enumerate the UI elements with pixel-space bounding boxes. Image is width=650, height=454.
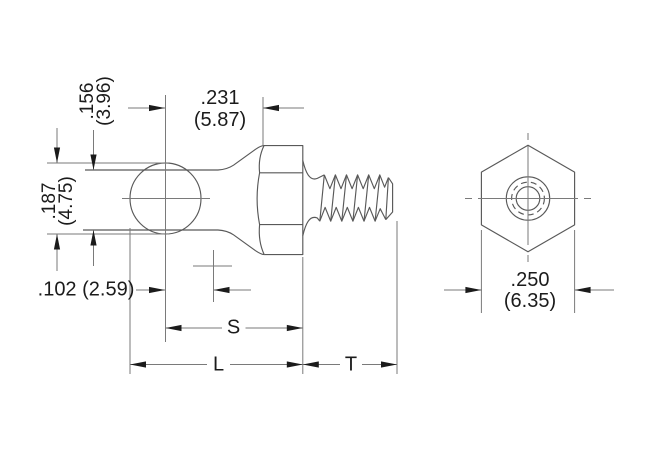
arrowhead: [90, 230, 97, 246]
arrowhead: [381, 361, 397, 368]
dim-inch: .231: [200, 87, 240, 109]
arrowhead: [53, 234, 61, 250]
side-view: [47, 145, 394, 256]
arrowhead: [263, 104, 279, 112]
dim-label-ball-diameter: .187 (4.75): [39, 175, 77, 226]
dim-label-l: L: [213, 354, 224, 375]
dim-text: S: [226, 316, 241, 339]
flange-left-arcs: [256, 145, 265, 255]
arrowhead: [286, 324, 303, 332]
dim-label-102: .102 (2.59): [37, 278, 135, 301]
dim-label-neck-diameter: .156 (3.96): [76, 75, 115, 126]
dim-mm: (3.96): [93, 75, 115, 126]
arrowhead: [465, 286, 482, 294]
thread-profile: [319, 174, 394, 222]
arrowhead: [302, 361, 319, 368]
neck-top-contour: [85, 145, 265, 171]
dim-text: .102 (2.59): [37, 278, 135, 301]
end-view: [465, 133, 591, 262]
dim-label-s: S: [226, 316, 241, 339]
groove-bottom: [302, 216, 321, 236]
arrowhead: [286, 361, 303, 368]
dim-mm: (4.75): [56, 175, 77, 226]
hex-outline: [480, 144, 576, 253]
neck-bottom-contour: [83, 229, 265, 256]
arrowhead: [130, 361, 146, 368]
dim-inch: .250: [510, 269, 550, 291]
arrowhead: [165, 324, 182, 332]
arrowhead: [574, 286, 591, 294]
extension-lines: [129, 95, 576, 374]
flange-facet-lines: [259, 172, 303, 226]
dimension-lines: [53, 104, 614, 368]
dim-mm: (5.87): [193, 109, 247, 131]
hex-extension-lines: [480, 230, 576, 313]
dim-text: T: [344, 353, 358, 375]
dim-inch: .156: [76, 82, 98, 119]
dim-label-hex: .250 (6.35): [504, 270, 556, 312]
arrowhead: [149, 286, 165, 294]
dim-label-231: .231 (5.87): [194, 87, 246, 131]
arrowhead: [149, 104, 165, 112]
flange-outline: [264, 145, 304, 256]
center-mark-cross: [193, 250, 232, 302]
dim-text: L: [212, 353, 225, 375]
dim-mm: (6.35): [503, 290, 557, 312]
arrowhead: [90, 154, 97, 170]
arrowhead: [213, 286, 230, 294]
groove-top: [302, 160, 325, 180]
dim-label-t: T: [345, 354, 357, 375]
arrowhead: [53, 147, 61, 163]
